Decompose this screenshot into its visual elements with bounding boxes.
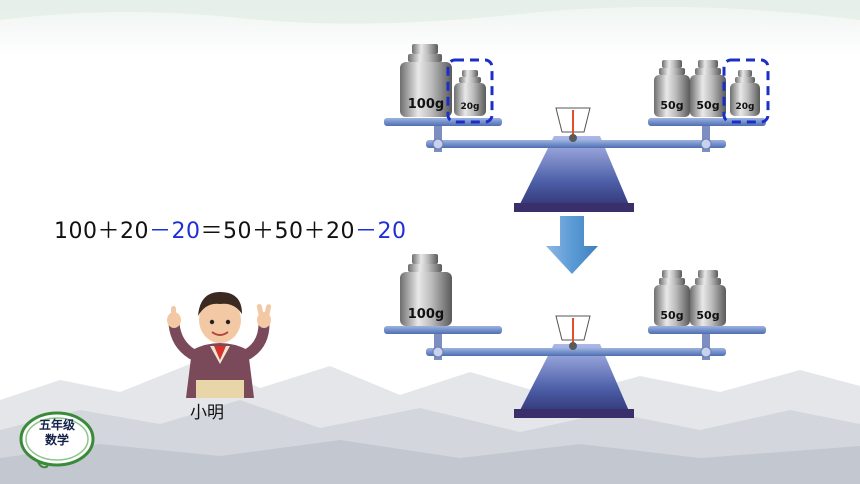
- scale-foot: [514, 409, 634, 418]
- weight-50g-2: 50g: [690, 270, 726, 326]
- highlight-box-left: [446, 58, 494, 124]
- weight-20g-right: 20g: [730, 70, 760, 116]
- left-pan: [384, 118, 502, 126]
- badge-line-1: 五年级: [38, 418, 75, 432]
- boy-illustration: [167, 292, 272, 398]
- scale-foot: [514, 203, 634, 212]
- weight-100g: 100g: [400, 44, 452, 117]
- scale-beam: [426, 140, 726, 148]
- svg-text:20g: 20g: [736, 102, 755, 112]
- equation-part-2: ＝50＋50＋20: [200, 219, 355, 244]
- left-pan: [384, 326, 502, 334]
- svg-text:50g: 50g: [696, 309, 719, 322]
- weight-50g-1: 50g: [654, 60, 690, 117]
- svg-text:50g: 50g: [696, 99, 719, 112]
- grade-badge: [19, 411, 95, 469]
- equation-minus-20-right: －20: [354, 219, 407, 244]
- svg-text:50g: 50g: [660, 309, 683, 322]
- equation-part-1: 100＋20: [54, 219, 149, 244]
- weight-50g-1: 50g: [654, 270, 690, 326]
- weight-100g: 100g: [400, 254, 452, 326]
- down-arrow-icon: [546, 216, 598, 274]
- weight-50g-2: 50g: [690, 60, 726, 117]
- weight-20g: 20g: [454, 70, 486, 116]
- scale-base: [516, 136, 632, 212]
- balance-scale-bottom: 100g 50g 50g: [384, 254, 766, 418]
- badge-text: 五年级 数学: [18, 418, 96, 448]
- right-pan: [648, 118, 766, 126]
- svg-text:100g: 100g: [408, 97, 444, 112]
- highlight-box-right: [722, 58, 770, 124]
- svg-text:50g: 50g: [660, 99, 683, 112]
- badge-line-2: 数学: [44, 433, 69, 447]
- character-name: 小明: [190, 403, 224, 423]
- scale-base: [516, 344, 632, 418]
- balance-scale-top: 100g 20g 50g 50g 20g: [384, 44, 770, 212]
- svg-text:20g: 20g: [461, 102, 480, 112]
- scale-beam: [426, 348, 726, 356]
- right-pan: [648, 326, 766, 334]
- equation: 100＋20－20＝50＋50＋20－20: [54, 213, 406, 245]
- equation-minus-20-left: －20: [149, 219, 201, 244]
- svg-text:100g: 100g: [408, 307, 444, 322]
